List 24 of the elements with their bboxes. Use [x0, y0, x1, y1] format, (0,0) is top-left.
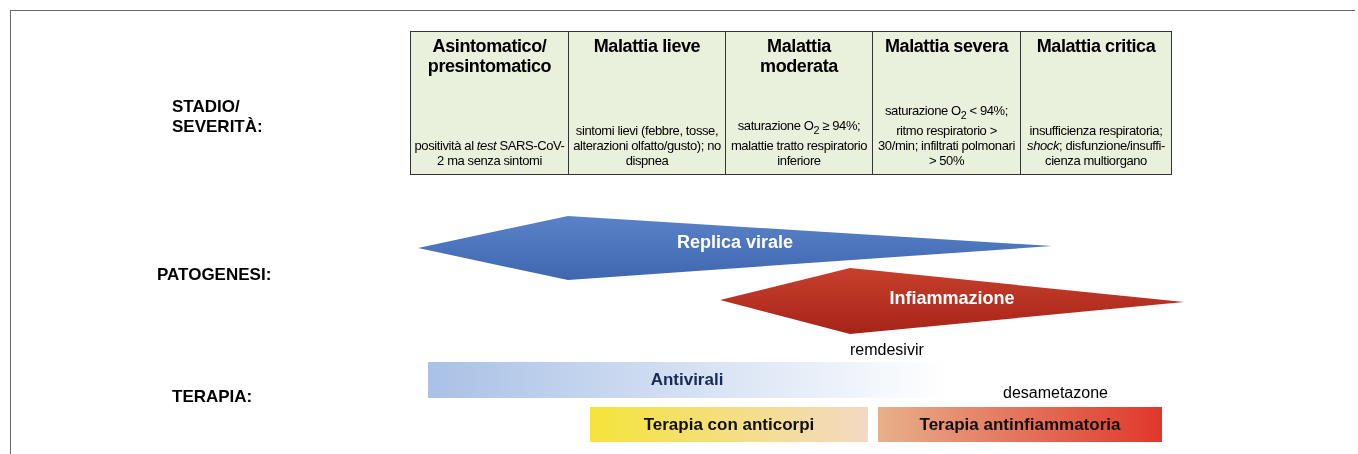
table-cell: [1020, 31, 1172, 175]
stage-heading: Malattia lieve: [593, 36, 701, 56]
stage-description: saturazione O$_{2}$ ≥ 94%; malattie tratto respiratorio inferiore: [729, 118, 869, 168]
drug-name: remdesivir: [850, 341, 924, 359]
stage-heading: Asintomatico/ presintomatico: [426, 36, 553, 76]
stage-heading: Malattia moderata: [759, 36, 840, 76]
stage-description: saturazione O$_{2}$ < 94%; ritmo respiratorio > 30/min; infiltrati polmonari > 50%: [877, 103, 1016, 168]
stage-description: sintomi lievi (febbre, tosse, alterazioni olfatto/gusto); no dispnea: [572, 123, 722, 168]
table-cell: [872, 31, 1021, 175]
table-cell: [410, 31, 569, 175]
table-cell: [568, 31, 726, 175]
table-cell: [725, 31, 873, 175]
process-label: Infiammazione: [888, 288, 1016, 309]
stage-heading: Malattia severa: [884, 36, 1009, 56]
stage-description: insufficienza respiratoria; shock; disfunzione/insuffi- cienza multiorgano: [1026, 123, 1166, 168]
therapy-bar: Terapia antinfiammatoria: [878, 407, 1162, 442]
row-heading: STADIO/ SEVERITÀ:: [172, 97, 264, 137]
row-heading: TERAPIA:: [172, 387, 254, 407]
row-heading: PATOGENESI:: [157, 265, 273, 285]
therapy-bar: Terapia con anticorpi: [590, 407, 868, 442]
stage-heading: Malattia critica: [1036, 36, 1156, 56]
process-label: Replica virale: [675, 232, 795, 253]
stage-description: positività al test SARS-CoV-2 ma senza sintomi: [413, 138, 566, 168]
drug-name: desametazone: [1003, 384, 1108, 402]
